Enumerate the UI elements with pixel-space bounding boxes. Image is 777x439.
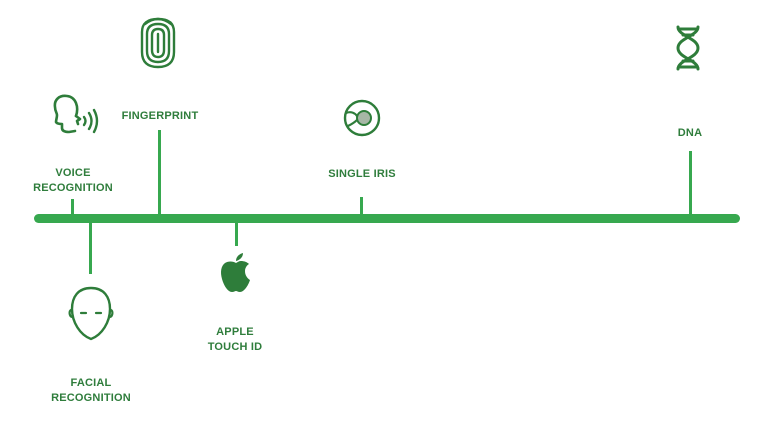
label-voice-recognition: VOICE RECOGNITION xyxy=(24,166,122,196)
voice-recognition-icon xyxy=(53,94,99,134)
label-line: APPLE xyxy=(216,326,254,338)
label-line: SINGLE IRIS xyxy=(328,168,396,180)
tick-apple xyxy=(235,222,238,246)
timeline-axis xyxy=(34,214,740,223)
label-line: RECOGNITION xyxy=(33,182,113,194)
tick-fingerprint xyxy=(158,130,161,215)
label-line: TOUCH ID xyxy=(207,341,263,353)
tick-voice xyxy=(71,199,74,215)
tick-dna xyxy=(689,151,692,215)
label-apple-touch-id: APPLE TOUCH ID xyxy=(186,325,284,355)
dna-icon xyxy=(676,25,700,71)
fingerprint-icon xyxy=(140,17,176,69)
label-dna: DNA xyxy=(650,126,730,141)
face-icon xyxy=(68,286,114,341)
label-single-iris: SINGLE IRIS xyxy=(312,167,412,182)
label-line: FACIAL xyxy=(70,377,112,389)
iris-scan-icon xyxy=(343,99,381,137)
label-line: DNA xyxy=(677,127,703,139)
label-facial-recognition: FACIAL RECOGNITION xyxy=(42,376,140,406)
label-fingerprint: FINGERPRINT xyxy=(105,109,215,124)
label-line: RECOGNITION xyxy=(51,392,131,404)
apple-logo-icon xyxy=(221,253,250,292)
label-line: VOICE xyxy=(55,167,91,179)
tick-facial xyxy=(89,222,92,274)
tick-iris xyxy=(360,197,363,215)
label-line: FINGERPRINT xyxy=(121,110,199,122)
